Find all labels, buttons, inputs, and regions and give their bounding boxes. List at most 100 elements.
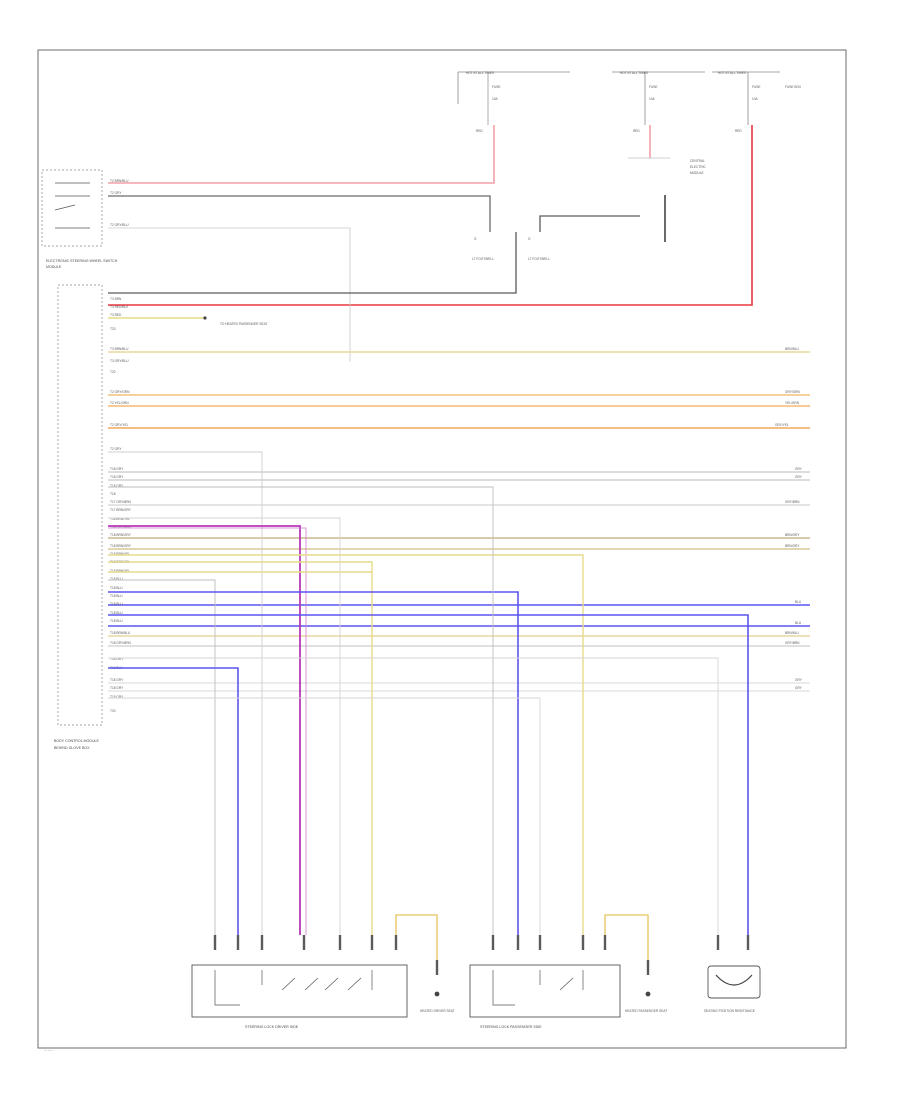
svg-text:T2 GRY: T2 GRY [110, 447, 122, 451]
svg-text:T20: T20 [110, 370, 116, 374]
steering-switch-label-2: MODULE [46, 265, 62, 269]
svg-text:T18 GRY/BRN: T18 GRY/BRN [110, 641, 132, 645]
svg-text:T3 RED/BLK: T3 RED/BLK [110, 305, 129, 309]
svg-text:T18 GRY: T18 GRY [110, 484, 124, 488]
fuse-text-a: FUSE [492, 85, 501, 89]
body-control-module [57, 284, 103, 726]
svg-text:T18 BRN/YEL: T18 BRN/YEL [110, 569, 130, 573]
driver-switch-contacts [214, 970, 373, 1006]
fuse-label-2: HOT AT ALL TIMES [620, 71, 648, 75]
svg-text:T3 GRY/BLU: T3 GRY/BLU [110, 359, 129, 363]
svg-text:T3 BRN/BLU: T3 BRN/BLU [110, 347, 129, 351]
svg-text:GRY: GRY [795, 678, 803, 682]
junction-text-3: MODULE [690, 171, 704, 175]
svg-text:T20: T20 [110, 709, 116, 713]
passenger-seat-switch [469, 964, 621, 1018]
fuse-label-1: HOT AT ALL TIMES [466, 71, 494, 75]
bcm-label-2: BEHIND GLOVE BOX [54, 746, 90, 750]
fuse-text-b: FUSE [649, 85, 658, 89]
passenger-heater-label: HEATED PASSENGER SEAT [625, 1009, 667, 1013]
fuse-amp-2: 10A [649, 97, 656, 101]
svg-text:GRY/GRN: GRY/GRN [785, 390, 801, 394]
svg-text:T18 BLU: T18 BLU [110, 594, 123, 598]
svg-text:T2 BRN/BLU: T2 BRN/BLU [110, 179, 129, 183]
bcm-pin-labels: T2 BRN/BLU T2 GRY T2 GRY/BLU T3 BRN T3 R… [110, 179, 132, 713]
svg-text:GRY/YEL: GRY/YEL [775, 423, 789, 427]
bus-wires [108, 351, 810, 692]
ground-wires [108, 195, 666, 294]
splice-label: TO HEATED PASSENGER SEAT [220, 322, 267, 326]
passenger-heater-dot [645, 991, 651, 997]
fuse-label-3: HOT AT ALL TIMES [718, 71, 746, 75]
svg-text:T18 BRN/YEL: T18 BRN/YEL [110, 517, 130, 521]
svg-text:YEL/GRN: YEL/GRN [785, 401, 800, 405]
svg-text:T18 BLU: T18 BLU [110, 586, 123, 590]
steering-switch-box [41, 169, 103, 247]
svg-text:T3 RED: T3 RED [110, 313, 122, 317]
driver-heater-dot [434, 991, 440, 997]
resistance-element [715, 974, 753, 986]
passenger-switch-label: STEERING LOCK PASSENGER SIDE [480, 1025, 542, 1029]
driver-seat-switch [191, 964, 408, 1018]
fuse-wire-1: RED [476, 129, 483, 133]
fuse-text-d: FUSE BOX [785, 85, 802, 89]
heater-loops [395, 914, 649, 960]
svg-text:T18: T18 [110, 492, 116, 496]
resistance-label: SEATING POSITION RESISTANCE [704, 1009, 755, 1013]
splice-dot [203, 316, 207, 320]
resistance-module [707, 965, 761, 999]
steering-switch-contacts [54, 182, 90, 229]
steering-switch-label: ELECTRONIC STEERING WHEEL SWITCH [46, 259, 118, 263]
svg-text:T18 GRY: T18 GRY [110, 657, 124, 661]
svg-text:GRY/BRN: GRY/BRN [785, 500, 800, 504]
bcm-label: BODY CONTROL MODULE [54, 739, 100, 743]
right-wire-labels: BRN/BLU GRY/GRN YEL/GRN GRY/YEL GRY GRY … [775, 347, 803, 690]
svg-text:T18 GRY/BRN: T18 GRY/BRN [110, 525, 132, 529]
svg-text:BRN/GRY: BRN/GRY [785, 544, 800, 548]
svg-text:BRN/BLU: BRN/BLU [785, 347, 800, 351]
svg-text:T2 GRY/YEL: T2 GRY/YEL [110, 423, 129, 427]
svg-text:T18 GRY: T18 GRY [110, 695, 124, 699]
page-code: ········ [44, 1049, 54, 1053]
svg-text:T18 BLU: T18 BLU [110, 611, 123, 615]
svg-text:T2 GRY/GRN: T2 GRY/GRN [110, 390, 130, 394]
svg-text:T2 YEL/GRN: T2 YEL/GRN [110, 401, 129, 405]
svg-text:T20: T20 [110, 327, 116, 331]
junction-text-2: ELECTRIC [690, 165, 706, 169]
ground-label-1: G [474, 237, 477, 241]
svg-text:GRY: GRY [795, 475, 803, 479]
svg-text:T3 BRN: T3 BRN [110, 297, 122, 301]
junction-text: CENTRAL [690, 159, 705, 163]
ground-text-1: LT FOOTWELL [472, 257, 494, 261]
fuse-group [457, 71, 780, 125]
svg-text:GRY/BRN: GRY/BRN [785, 641, 800, 645]
fuse-wire-2: RED [633, 129, 640, 133]
svg-text:T18 GRY: T18 GRY [110, 475, 124, 479]
svg-text:T18 BLU: T18 BLU [110, 577, 123, 581]
svg-text:T17 GRY/BRN: T17 GRY/BRN [110, 500, 132, 504]
fuse-amp-3: 10A [752, 97, 759, 101]
svg-text:T2 GRY: T2 GRY [110, 191, 122, 195]
svg-text:T18 BLU: T18 BLU [110, 602, 123, 606]
svg-text:T18 BLU: T18 BLU [110, 619, 123, 623]
svg-text:T2 GRY/BLU: T2 GRY/BLU [110, 223, 129, 227]
svg-text:BRN/GRY: BRN/GRY [785, 533, 800, 537]
svg-text:T18 GRY: T18 GRY [110, 686, 124, 690]
svg-text:T17 BRN/GRY: T17 BRN/GRY [110, 508, 132, 512]
svg-text:BLU: BLU [795, 621, 802, 625]
diagram-border [37, 49, 847, 1049]
power-feed-wires [108, 125, 753, 306]
ground-text-2: LT FOOTWELL [528, 257, 550, 261]
fuse-wire-3: RED [735, 129, 742, 133]
driver-switch-label: STEERING LOCK DRIVER SIDE [245, 1025, 299, 1029]
connector-stubs [213, 935, 750, 975]
fuse-amp-1: 10A [492, 97, 499, 101]
svg-text:BRN/BLU: BRN/BLU [785, 631, 800, 635]
svg-text:T18 GRY: T18 GRY [110, 467, 124, 471]
svg-text:T18 BRN/GRY: T18 BRN/GRY [110, 544, 132, 548]
svg-text:T18 BRN/BLU: T18 BRN/BLU [110, 631, 131, 635]
svg-text:GRY: GRY [795, 467, 803, 471]
passenger-switch-contacts [492, 970, 584, 1006]
svg-text:T18 GRY: T18 GRY [110, 678, 124, 682]
